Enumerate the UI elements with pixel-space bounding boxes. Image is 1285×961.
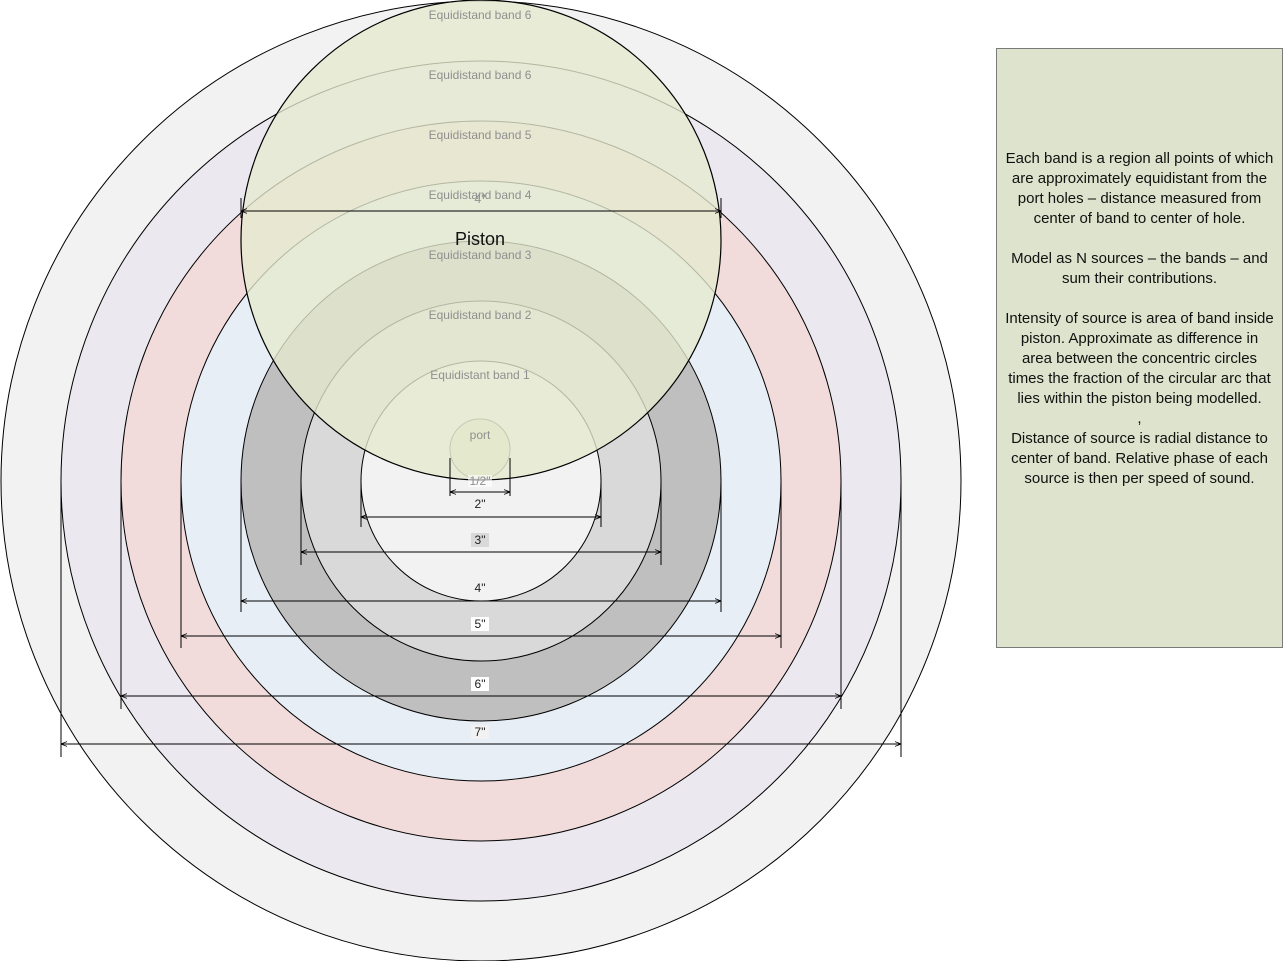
dimension-3-inch [300, 478, 662, 565]
note-comma: , [1137, 410, 1142, 427]
port-label: port [470, 428, 491, 442]
note-paragraph-2: Model as N sources – the bands – and sum… [1011, 250, 1268, 287]
band-label-3: Equidistand band 3 [429, 248, 532, 262]
explanation-note: Each band is a region all points of whic… [996, 48, 1283, 648]
dim-label-2: 2" [475, 497, 486, 511]
band-label-2: Equidistand band 2 [429, 308, 532, 322]
dim-label-5: 5" [475, 617, 486, 631]
piston-label: Piston [455, 229, 505, 249]
band-label-7: Equidistand band 6 [429, 8, 532, 22]
band-label-1: Equidistant band 1 [430, 368, 530, 382]
dimension-4-inch [240, 478, 722, 612]
dim-label-half: 1/2" [470, 474, 491, 488]
dimension-2-inch [360, 478, 602, 527]
band-label-6: Equidistand band 6 [429, 68, 532, 82]
note-paragraph-4: Distance of source is radial distance to… [1011, 430, 1268, 487]
dim-label-6: 6" [475, 677, 486, 691]
band-label-5: Equidistand band 5 [429, 128, 532, 142]
dim-label-7: 7" [475, 725, 486, 739]
dimension-7-inch [60, 478, 902, 757]
piston-diameter-dimension [240, 198, 722, 218]
note-paragraph-1: Each band is a region all points of whic… [1005, 150, 1274, 227]
band-label-4: Equidistand band 4 [429, 188, 532, 202]
band-diagram: Equidistand band 6 Equidistand band 6 Eq… [0, 0, 962, 961]
dim-label-3: 3" [475, 533, 486, 547]
dimension-6-inch [120, 478, 842, 709]
dimension-half-inch [449, 458, 511, 496]
dim-label-4: 4" [475, 581, 486, 595]
piston-diameter-label: 4" [475, 192, 486, 206]
note-paragraph-3: Intensity of source is area of band insi… [1005, 310, 1274, 407]
dimension-5-inch [180, 478, 782, 648]
